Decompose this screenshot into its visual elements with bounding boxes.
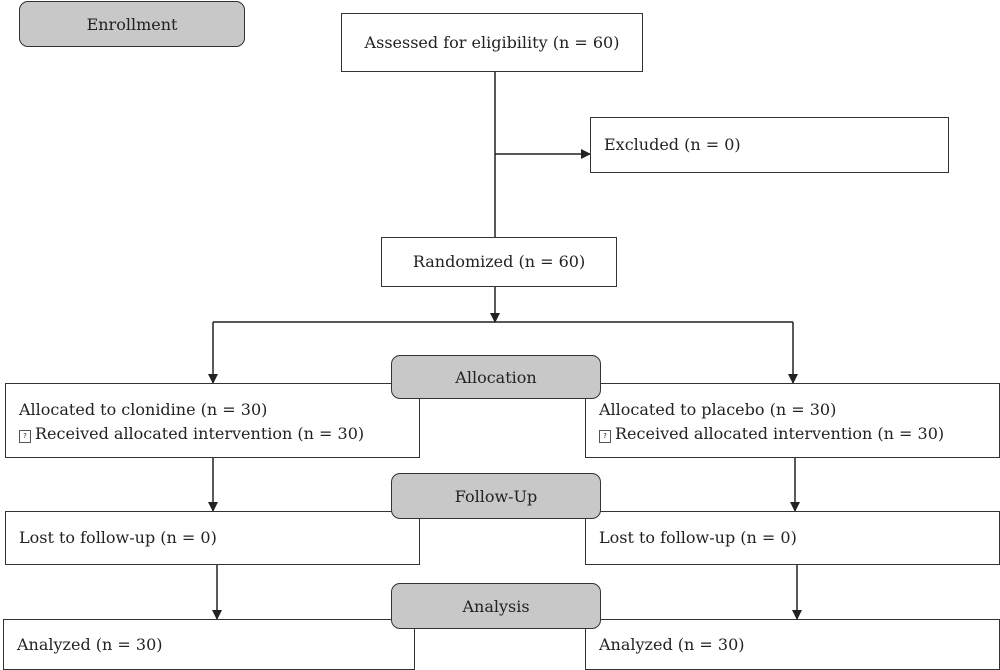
randomized-box: Randomized (n = 60) — [381, 237, 617, 287]
stage-follow-up: Follow-Up — [391, 473, 601, 519]
analyzed-left-box: Analyzed (n = 30) — [3, 619, 415, 670]
lost-right-box: Lost to follow-up (n = 0) — [585, 511, 1000, 565]
stage-follow-up-label: Follow-Up — [454, 486, 538, 506]
lost-left-box: Lost to follow-up (n = 0) — [5, 511, 420, 565]
stage-allocation: Allocation — [391, 355, 601, 399]
received-intervention-right-label: Received allocated intervention (n = 30) — [615, 424, 945, 443]
randomized-label: Randomized (n = 60) — [412, 252, 586, 271]
stage-analysis-label: Analysis — [462, 596, 530, 616]
stage-allocation-label: Allocation — [455, 367, 537, 387]
excluded-box: Excluded (n = 0) — [590, 117, 949, 173]
stage-enrollment: Enrollment — [19, 1, 245, 47]
excluded-label: Excluded (n = 0) — [604, 135, 741, 154]
lost-left-label: Lost to follow-up (n = 0) — [19, 528, 217, 547]
analyzed-left-label: Analyzed (n = 30) — [17, 634, 163, 654]
missing-glyph-icon: ? — [19, 430, 31, 443]
allocation-right-box: Allocated to placebo (n = 30) ? Received … — [585, 383, 1000, 458]
allocated-clonidine-label: Allocated to clonidine (n = 30) — [19, 400, 268, 419]
received-intervention-left-label: Received allocated intervention (n = 30) — [35, 424, 365, 443]
stage-enrollment-label: Enrollment — [86, 14, 178, 34]
lost-right-label: Lost to follow-up (n = 0) — [599, 528, 797, 547]
missing-glyph-icon: ? — [599, 430, 611, 443]
assessed-label: Assessed for eligibility (n = 60) — [364, 32, 620, 52]
analyzed-right-box: Analyzed (n = 30) — [585, 619, 1000, 670]
assessed-box: Assessed for eligibility (n = 60) — [341, 13, 643, 72]
allocation-left-box: Allocated to clonidine (n = 30) ? Receive… — [5, 383, 420, 458]
allocated-placebo-label: Allocated to placebo (n = 30) — [599, 400, 837, 419]
received-intervention-right: ? Received allocated intervention (n = 30… — [599, 422, 999, 446]
stage-analysis: Analysis — [391, 583, 601, 629]
received-intervention-left: ? Received allocated intervention (n = 30… — [19, 422, 419, 446]
analyzed-right-label: Analyzed (n = 30) — [599, 634, 745, 654]
